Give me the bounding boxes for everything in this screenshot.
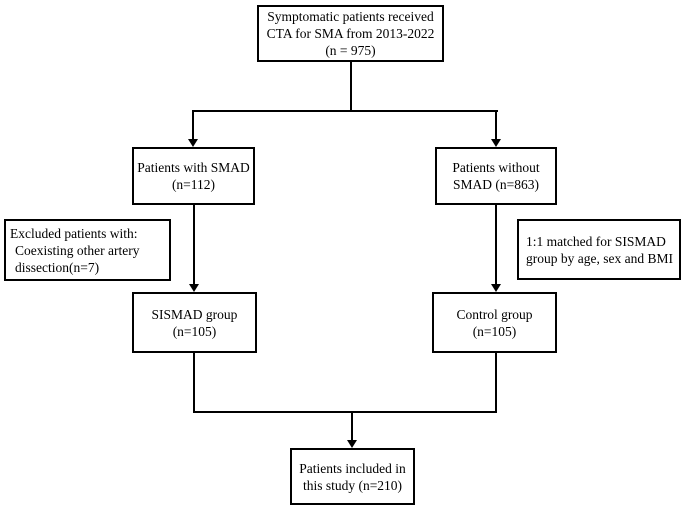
- connector-nosmad-to-control: [495, 205, 497, 285]
- node-text-line: dissection(n=7): [15, 259, 100, 275]
- node-text-line: 1:1 matched for SISMAD: [526, 233, 666, 249]
- arrowhead-to-smad-box: [188, 139, 198, 147]
- node-control-group: Control group (n=105): [432, 292, 557, 353]
- node-text-line: (n=105): [472, 323, 517, 339]
- node-text-line: Coexisting other artery: [15, 242, 140, 258]
- connector-center-stem: [351, 411, 353, 441]
- connector-smad-to-sismad: [193, 205, 195, 285]
- node-text-line: SMAD (n=863): [453, 177, 539, 192]
- node-text-line: Patients with SMAD: [137, 160, 250, 175]
- node-text-line: (n = 975): [325, 43, 376, 58]
- connector-control-down: [495, 353, 497, 413]
- arrowhead-to-included-box: [347, 440, 357, 448]
- node-text-line: Control group: [456, 306, 533, 322]
- arrowhead-to-sismad-group: [189, 284, 199, 292]
- connector-merge-horizontal: [193, 411, 497, 413]
- node-excluded-patients: Excluded patients with: Coexisting other…: [4, 219, 171, 281]
- node-text-line: Symptomatic patients received: [267, 9, 434, 24]
- arrowhead-to-no-smad-box: [491, 139, 501, 147]
- node-text-line: CTA for SMA from 2013-2022: [266, 26, 435, 41]
- node-text-line: Excluded patients with:: [10, 225, 138, 241]
- node-text-line: (n=112): [171, 177, 216, 192]
- node-matching-note: 1:1 matched for SISMAD group by age, sex…: [517, 219, 681, 280]
- node-text-line: Patients without: [452, 160, 540, 175]
- connector-split-horizontal: [192, 110, 498, 112]
- node-symptomatic-patients: Symptomatic patients received CTA for SM…: [257, 5, 444, 62]
- node-text-line: group by age, sex and BMI: [526, 250, 673, 266]
- arrowhead-to-control-group: [491, 284, 501, 292]
- connector-top-vertical: [350, 62, 352, 110]
- node-text-line: (n=105): [172, 323, 217, 339]
- node-patients-without-smad: Patients without SMAD (n=863): [435, 147, 557, 205]
- node-patients-with-smad: Patients with SMAD (n=112): [132, 147, 255, 205]
- node-patients-included: Patients included in this study (n=210): [290, 448, 415, 505]
- connector-sismad-down: [193, 353, 195, 413]
- node-text-line: this study (n=210): [302, 477, 403, 493]
- node-text-line: Patients included in: [299, 460, 406, 476]
- node-sismad-group: SISMAD group (n=105): [132, 292, 257, 353]
- connector-right-branch-stem: [495, 110, 497, 140]
- connector-left-branch-stem: [192, 110, 194, 140]
- node-text-line: SISMAD group: [151, 306, 238, 322]
